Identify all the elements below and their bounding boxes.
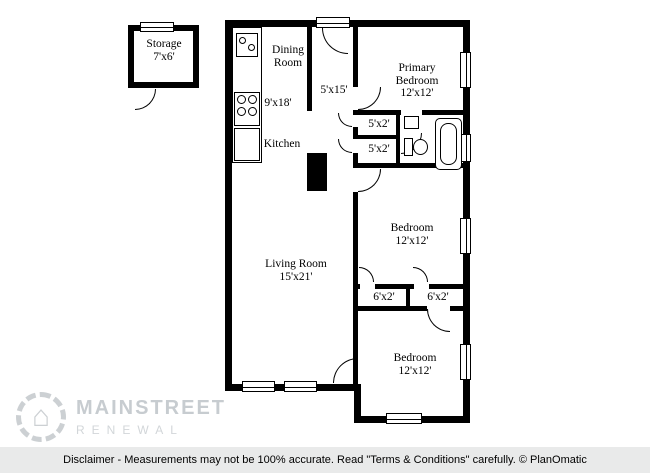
wall-hall-left — [307, 27, 312, 111]
stove-burner-icon — [237, 95, 246, 104]
brand-name-secondary: RENEWAL — [76, 423, 184, 437]
room-label-closet-c: 6'x2' — [373, 291, 394, 304]
wall-primary-bottom-b — [422, 110, 465, 115]
window — [460, 344, 471, 380]
wall-closet-divider-h — [353, 135, 400, 139]
wall-bed3-top-b — [450, 306, 465, 311]
room-dims: 5'x15' — [320, 84, 348, 96]
room-label-living: Living Room 15'x21' — [265, 258, 327, 283]
room-dims: 6'x2' — [427, 291, 449, 303]
wall-primary-bottom-a — [353, 110, 401, 115]
room-dims: 5'x2' — [368, 118, 390, 130]
watermark-text: MAINSTREET RENEWAL — [76, 397, 226, 437]
door-arc-living-exterior — [333, 358, 358, 383]
room-name: Dining — [272, 44, 304, 56]
room-label-primary-bedroom: Primary Bedroom 12'x12' — [396, 62, 439, 100]
room-label-kitchen: Kitchen — [264, 138, 300, 151]
toilet-tank — [404, 138, 413, 156]
window — [284, 381, 317, 392]
watermark: ⌂ MAINSTREET RENEWAL — [16, 392, 226, 442]
room-dims: 9'x18' — [264, 97, 292, 109]
door-arc-storage — [135, 89, 156, 110]
door-arc-bedroom-middle — [358, 169, 381, 192]
room-dims: 15'x21' — [279, 270, 313, 283]
room-label-closet-b: 5'x2' — [368, 143, 389, 156]
door-arc-closet-c — [359, 267, 374, 282]
disclaimer-text: Disclaimer - Measurements may not be 100… — [63, 454, 587, 466]
window — [386, 413, 422, 424]
storage-wall-left — [128, 25, 134, 88]
door-arc-primary-bedroom — [358, 87, 381, 110]
wall-bath-bottom — [353, 163, 465, 168]
room-dims: 6'x2' — [373, 291, 395, 303]
room-label-kitchen-dims: 9'x18' — [264, 97, 291, 110]
door-arc-closet-b — [338, 139, 352, 153]
room-name: Storage — [146, 38, 182, 50]
brand-name-primary: MAINSTREET — [76, 397, 226, 419]
room-dims: 12'x12' — [395, 234, 429, 247]
wall-closet-bath — [396, 110, 400, 166]
room-name: Primary — [398, 62, 436, 74]
door-arc-closet-d — [413, 267, 428, 282]
wall-bed2-bottom-c — [429, 284, 465, 289]
bathroom-sink — [404, 116, 419, 129]
exterior-wall-left — [225, 20, 232, 391]
stove-burner-icon — [248, 95, 257, 104]
exterior-wall-step — [354, 384, 361, 423]
fireplace — [307, 153, 327, 191]
room-label-bedroom-middle: Bedroom 12'x12' — [391, 222, 434, 247]
window — [242, 381, 275, 392]
room-label-hall: 5'x15' — [320, 84, 347, 97]
mainstreet-logo-icon: ⌂ — [16, 392, 66, 442]
kitchen-sink — [236, 33, 258, 57]
wall-bed2-bottom-a — [353, 284, 360, 289]
door-arc-closet-a — [338, 113, 352, 127]
room-name: Bedroom — [390, 222, 434, 234]
house-icon: ⌂ — [31, 400, 51, 433]
window — [460, 218, 471, 254]
disclaimer-bar: Disclaimer - Measurements may not be 100… — [0, 447, 650, 473]
sink-bowl-icon — [248, 44, 255, 51]
room-name: Living Room — [265, 258, 327, 270]
wall-bed3-top-a — [353, 306, 427, 311]
room-dims: 12'x12' — [400, 87, 434, 99]
room-name: Bedroom — [393, 352, 437, 364]
stove-burner-icon — [248, 107, 257, 116]
room-label-storage: Storage 7'x6' — [146, 38, 181, 63]
room-label-bedroom-bottom: Bedroom 12'x12' — [394, 352, 437, 377]
wall-closet-left-b — [353, 153, 358, 166]
room-label-closet-a: 5'x2' — [368, 118, 389, 131]
bathtub-basin — [440, 123, 457, 165]
refrigerator — [234, 128, 260, 161]
storage-wall-bottom — [128, 82, 199, 88]
room-label-closet-d: 6'x2' — [427, 291, 448, 304]
door-arc-hall — [322, 28, 348, 54]
room-name: Kitchen — [263, 138, 301, 150]
storage-wall-right — [193, 25, 199, 88]
window — [140, 22, 174, 32]
window — [316, 17, 350, 28]
wall-hall-right-upper — [353, 27, 358, 87]
toilet-bowl — [413, 139, 428, 155]
wall-closet-left-a — [353, 127, 358, 139]
room-name: Bedroom — [395, 74, 439, 87]
wall-closet-divider-v — [406, 284, 410, 311]
stove-burner-icon — [237, 107, 246, 116]
room-name: Room — [273, 56, 303, 69]
room-dims: 5'x2' — [368, 143, 390, 155]
sink-bowl-icon — [239, 37, 246, 44]
room-dims: 7'x6' — [153, 50, 175, 63]
room-label-dining: Dining Room — [272, 44, 304, 69]
wall-bed2-bottom-b — [375, 284, 414, 289]
door-arc-bedroom-bottom — [427, 309, 450, 332]
room-dims: 12'x12' — [398, 364, 432, 377]
window — [460, 52, 471, 88]
